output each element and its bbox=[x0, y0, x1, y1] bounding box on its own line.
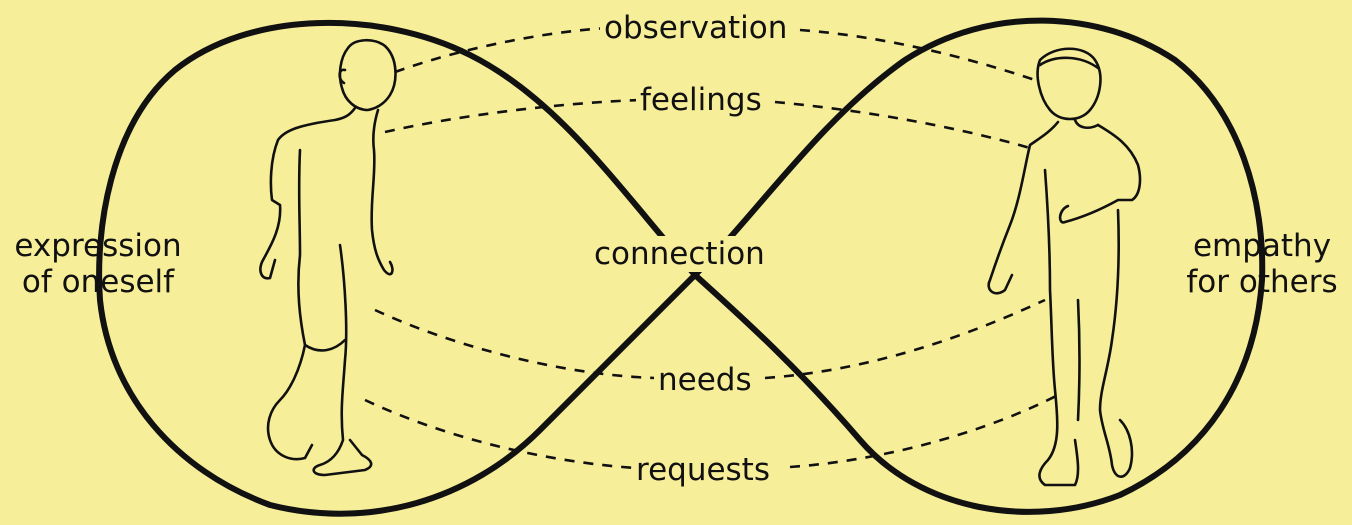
left-label-line-2: of oneself bbox=[8, 264, 188, 300]
needs-label: needs bbox=[654, 362, 756, 398]
left-person-figure bbox=[260, 40, 395, 475]
left-label-line-1: expression bbox=[8, 228, 188, 264]
right-label: empathy for others bbox=[1168, 228, 1352, 300]
right-person-figure bbox=[989, 49, 1140, 485]
connection-label: connection bbox=[590, 236, 769, 272]
left-label: expression of oneself bbox=[4, 228, 192, 300]
requests-label: requests bbox=[632, 452, 774, 488]
observation-label: observation bbox=[600, 10, 791, 46]
right-label-line-2: for others bbox=[1172, 264, 1352, 300]
feelings-label: feelings bbox=[636, 82, 766, 118]
right-label-line-1: empathy bbox=[1172, 228, 1352, 264]
